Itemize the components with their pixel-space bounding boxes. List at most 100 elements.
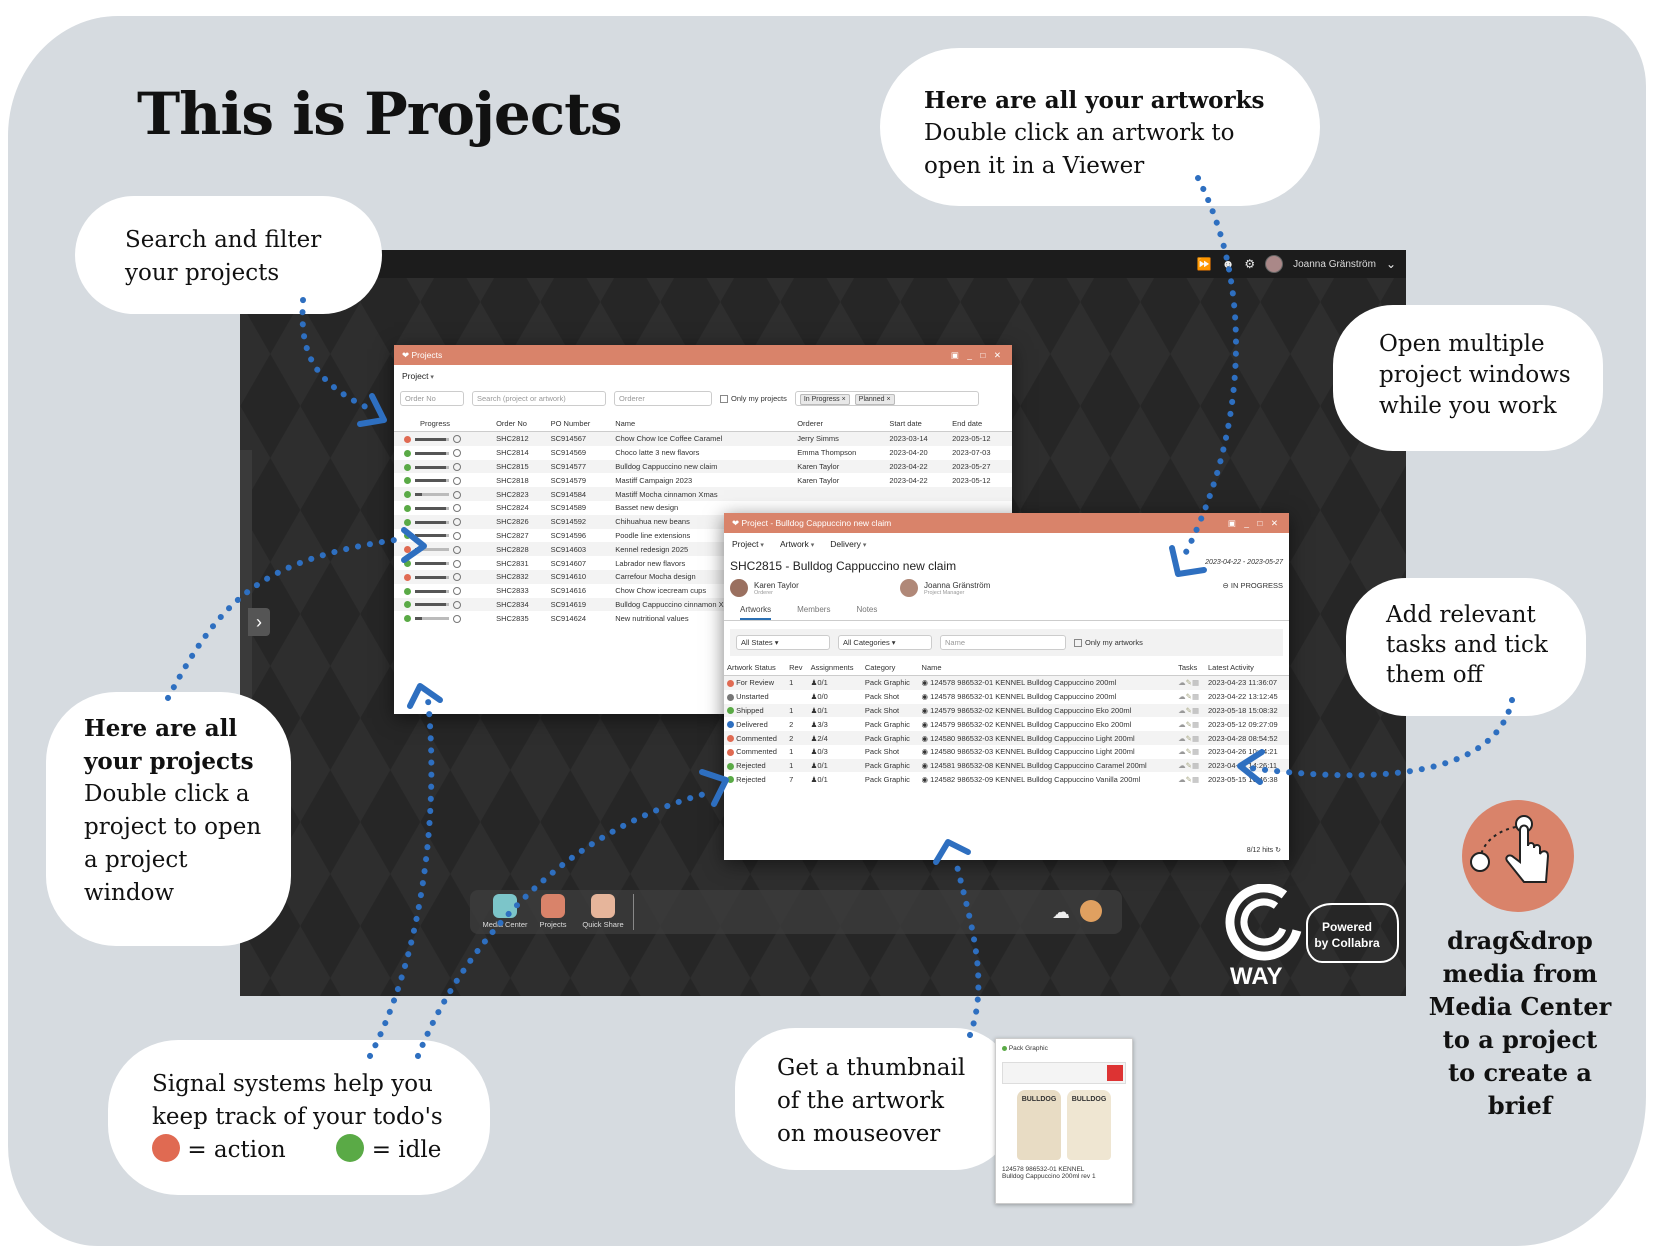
- window-controls[interactable]: ▣ _ □ ✕: [950, 349, 1004, 360]
- gear-icon[interactable]: ⚙: [1244, 257, 1256, 271]
- fast-forward-icon[interactable]: ⏩: [1196, 257, 1212, 271]
- window-controls[interactable]: ▣ _ □ ✕: [1227, 517, 1281, 528]
- only-my-artworks-checkbox[interactable]: Only my artworks: [1074, 638, 1143, 647]
- column-header[interactable]: Name: [918, 660, 1176, 676]
- cell-tasks[interactable]: ☁✎▦: [1175, 690, 1205, 704]
- minus-circle-icon[interactable]: [453, 476, 461, 485]
- cloud-icon: ☁: [1178, 705, 1186, 715]
- cell-tasks[interactable]: ☁✎▦: [1175, 731, 1205, 745]
- artwork-thumbnail[interactable]: Pack Graphic BULLDOG BULLDOG 124578 9865…: [995, 1038, 1133, 1204]
- minus-circle-icon[interactable]: [453, 600, 461, 609]
- menu-artwork[interactable]: Artwork: [780, 539, 814, 549]
- column-header[interactable]: Name: [612, 416, 795, 432]
- states-select[interactable]: All States ▾: [736, 635, 830, 650]
- window-titlebar[interactable]: ❤ Projects ▣ _ □ ✕: [394, 345, 1012, 365]
- cell-tasks[interactable]: ☁✎▦: [1175, 703, 1205, 718]
- cell-tasks[interactable]: ☁✎▦: [1175, 717, 1205, 731]
- minus-circle-icon[interactable]: [453, 490, 461, 499]
- column-header[interactable]: End date: [949, 416, 1012, 432]
- column-header[interactable]: Latest Activity: [1204, 660, 1289, 676]
- minus-circle-icon[interactable]: [453, 463, 461, 471]
- tab-notes[interactable]: Notes: [856, 605, 878, 614]
- column-header[interactable]: Progress: [394, 416, 494, 432]
- filter-tag[interactable]: In Progress ×: [799, 394, 850, 405]
- column-header[interactable]: Artwork Status: [724, 660, 787, 676]
- tab-artworks[interactable]: Artworks: [740, 605, 772, 620]
- chevron-down-icon[interactable]: ⌄: [1385, 257, 1396, 271]
- eye-icon[interactable]: ◉: [921, 733, 929, 743]
- order-no-input[interactable]: Order No: [400, 391, 464, 406]
- menu-project[interactable]: Project: [402, 371, 434, 381]
- cell-tasks[interactable]: ☁✎▦: [1175, 758, 1205, 773]
- minus-circle-icon[interactable]: [453, 435, 461, 444]
- window-titlebar[interactable]: ❤ Project - Bulldog Cappuccino new claim…: [724, 513, 1289, 533]
- column-header[interactable]: Order No: [493, 416, 548, 432]
- cloud-upload-icon[interactable]: ☁: [1052, 902, 1070, 922]
- eye-icon[interactable]: ◉: [921, 719, 929, 729]
- minus-circle-icon[interactable]: [453, 449, 461, 458]
- cell-tasks[interactable]: ☁✎▦: [1175, 772, 1205, 786]
- avatar[interactable]: [1265, 255, 1284, 273]
- dock-media-center[interactable]: Media Center: [478, 894, 532, 929]
- search-input[interactable]: Search (project or artwork): [472, 391, 606, 406]
- minus-circle-icon[interactable]: [453, 587, 461, 596]
- column-header[interactable]: PO Number: [547, 416, 613, 432]
- user-name[interactable]: Joanna Gränström: [1293, 258, 1376, 270]
- dock-projects[interactable]: Projects: [526, 894, 580, 929]
- column-header[interactable]: Category: [861, 660, 919, 676]
- progress-cell: [394, 501, 493, 515]
- state-filter-select[interactable]: In Progress × Planned ×: [794, 391, 979, 406]
- minus-circle-icon[interactable]: [453, 573, 461, 582]
- users-icon[interactable]: ☻: [1221, 257, 1235, 271]
- eye-icon[interactable]: ◉: [921, 747, 929, 757]
- minus-circle-icon[interactable]: [453, 614, 461, 623]
- minus-circle-icon[interactable]: [453, 545, 461, 554]
- dock-quick-share[interactable]: Quick Share: [576, 894, 630, 929]
- eye-icon[interactable]: ◉: [921, 678, 929, 688]
- name-input[interactable]: Name: [940, 635, 1066, 650]
- menu-project[interactable]: Project: [732, 539, 764, 549]
- column-header[interactable]: Assignments: [807, 660, 862, 676]
- minus-circle-icon[interactable]: [453, 504, 461, 513]
- menu-delivery[interactable]: Delivery: [830, 539, 866, 549]
- column-header[interactable]: Start date: [886, 416, 950, 432]
- only-my-projects-checkbox[interactable]: Only my projects: [720, 394, 787, 403]
- categories-select[interactable]: All Categories ▾: [838, 635, 932, 650]
- chevron-right-icon[interactable]: ›: [248, 608, 270, 636]
- minus-circle-icon[interactable]: [453, 559, 461, 568]
- orderer-input[interactable]: Orderer: [614, 391, 712, 406]
- column-header[interactable]: Orderer: [794, 416, 887, 432]
- chat-icon[interactable]: [1080, 900, 1102, 922]
- eye-icon[interactable]: ◉: [921, 761, 929, 771]
- cell-tasks[interactable]: ☁✎▦: [1175, 745, 1205, 759]
- cell-tasks[interactable]: ☁✎▦: [1175, 675, 1205, 690]
- filter-tag[interactable]: Planned ×: [854, 394, 895, 405]
- column-header[interactable]: Tasks: [1175, 660, 1205, 676]
- column-header[interactable]: Rev: [786, 660, 808, 676]
- minus-circle-icon[interactable]: [453, 518, 461, 527]
- tab-members[interactable]: Members: [797, 605, 831, 614]
- eye-icon[interactable]: ◉: [921, 692, 929, 702]
- eye-icon[interactable]: ◉: [921, 705, 929, 715]
- minus-circle-icon[interactable]: [453, 531, 461, 540]
- eye-icon[interactable]: ◉: [921, 774, 929, 784]
- refresh-icon[interactable]: ↻: [1275, 847, 1281, 854]
